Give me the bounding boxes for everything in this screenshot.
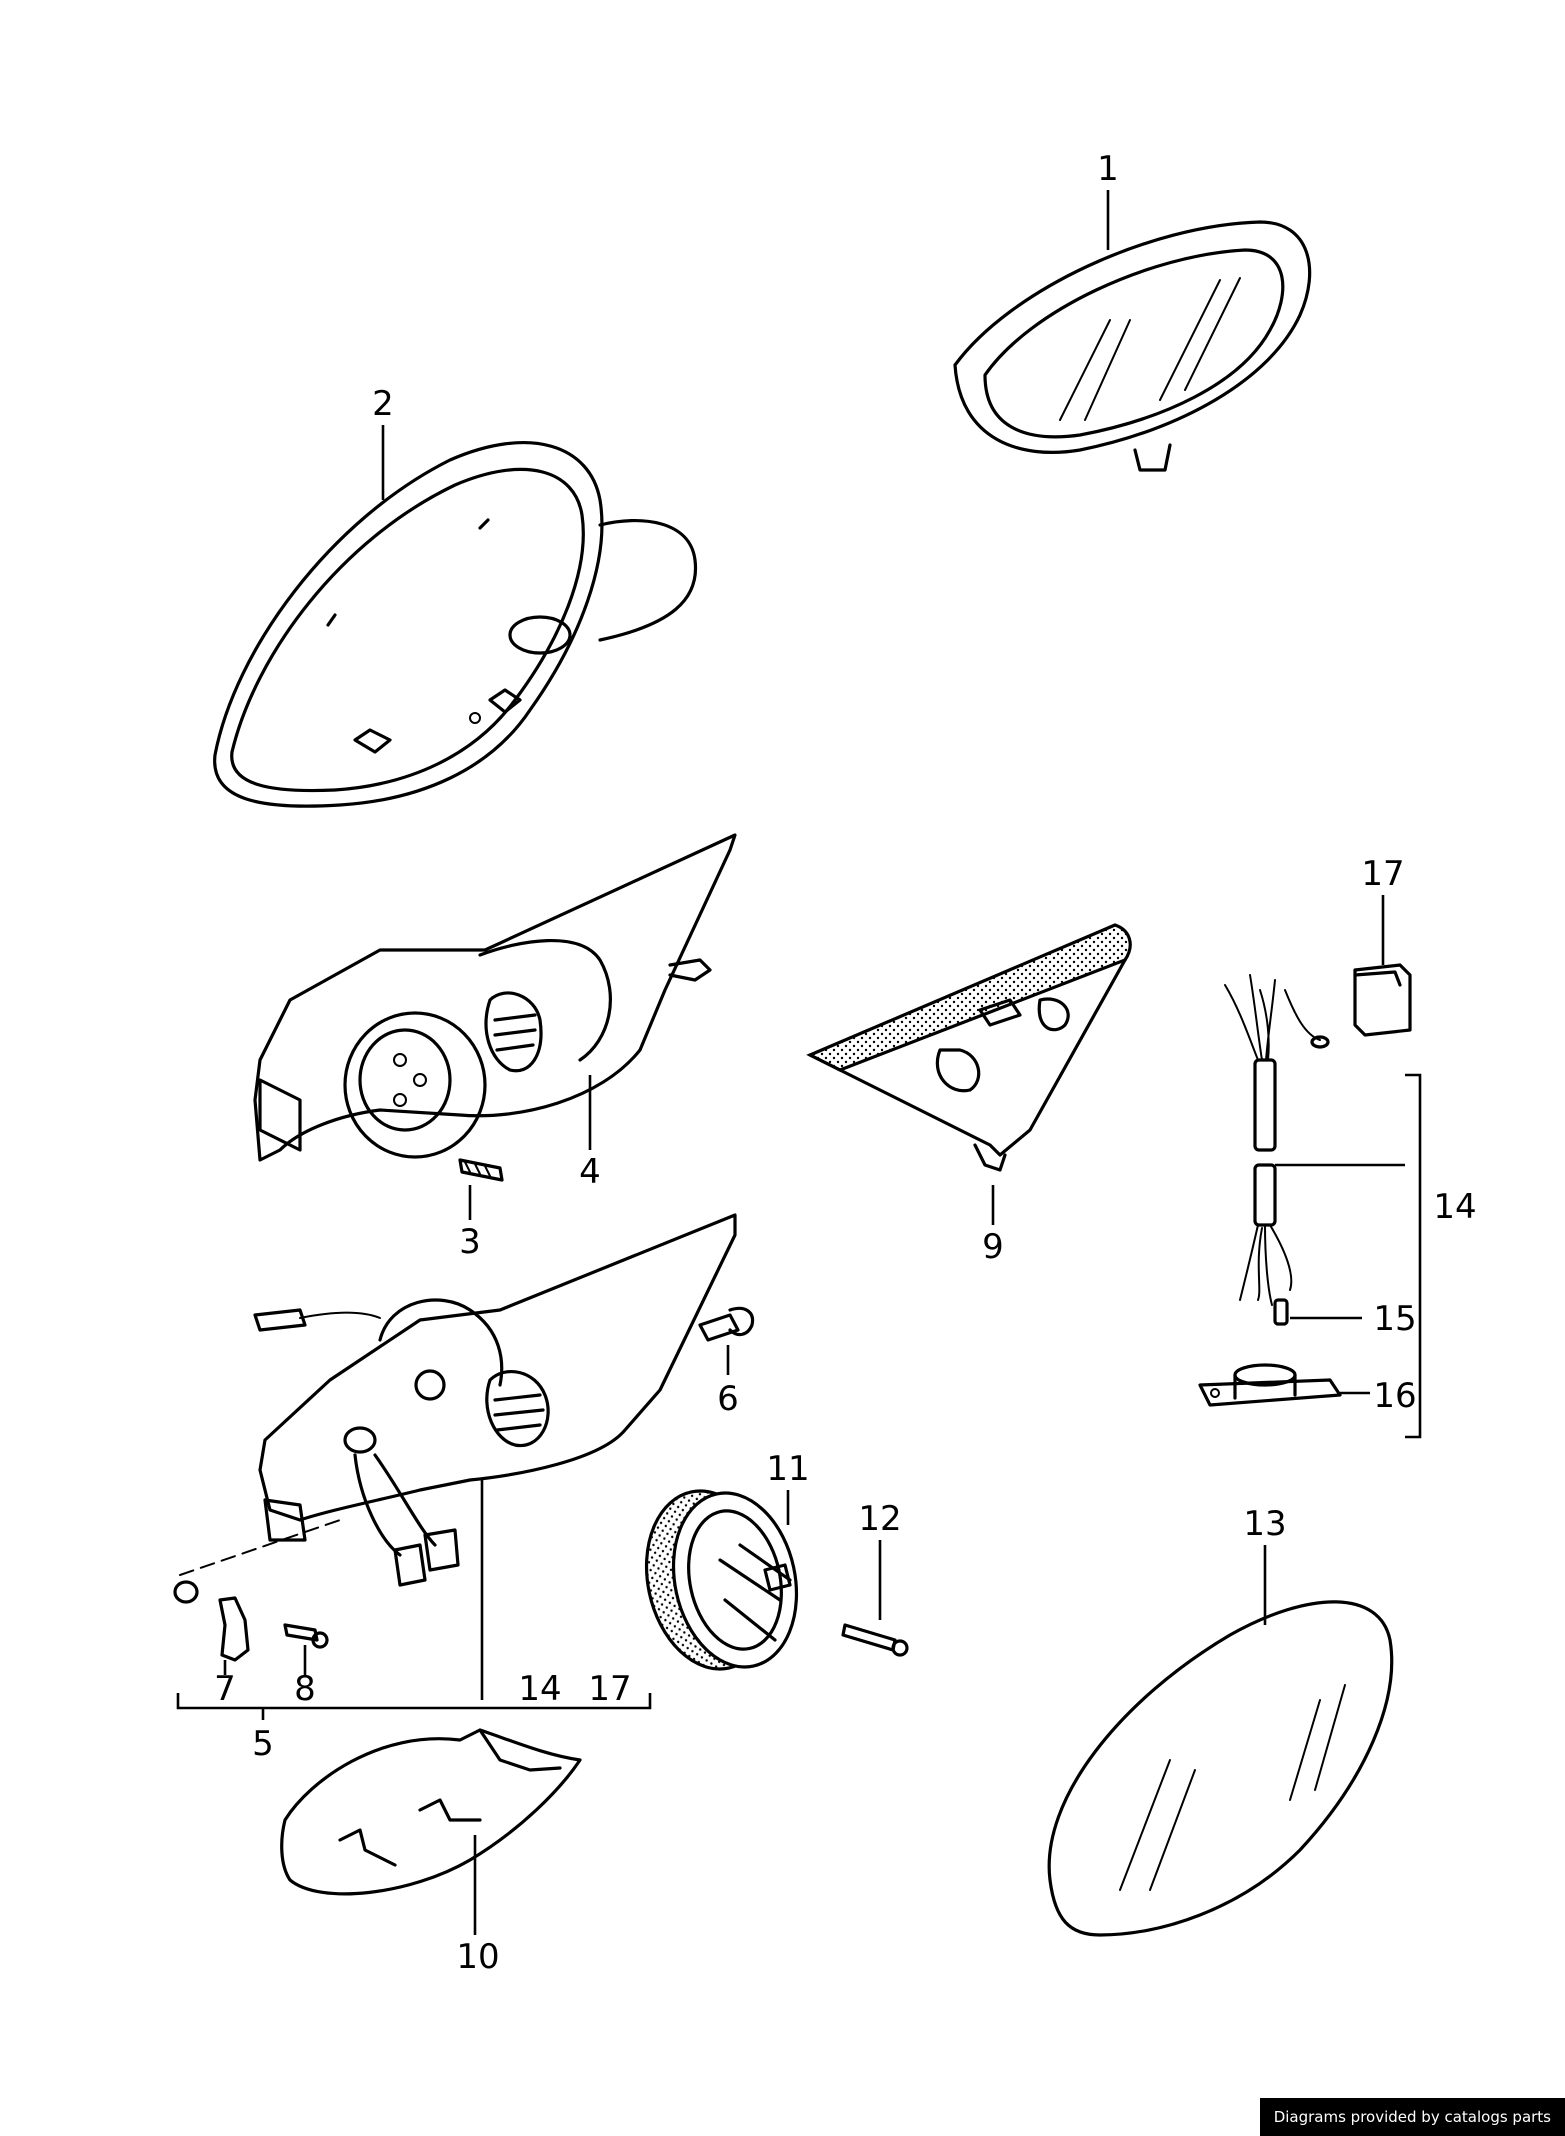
part-10-lower-cover <box>280 1728 582 1896</box>
part-7-clip <box>173 1580 250 1662</box>
callout-17-bottom: 17 <box>588 1669 631 1709</box>
callout-5: 5 <box>252 1724 274 1764</box>
part-6-bolt <box>698 1306 755 1342</box>
part-2-mirror-housing <box>213 440 698 808</box>
callout-2: 2 <box>372 384 394 424</box>
callout-14-bottom: 14 <box>518 1669 561 1709</box>
callout-13: 13 <box>1243 1504 1286 1544</box>
credit-footer: Diagrams provided by catalogs parts <box>1259 2098 1565 2136</box>
callout-4: 4 <box>579 1152 601 1192</box>
part-14-wiring-harness <box>1224 974 1330 1326</box>
callout-7: 7 <box>214 1669 236 1709</box>
leader-lines <box>176 190 1422 1935</box>
callout-8: 8 <box>294 1669 316 1709</box>
callout-11: 11 <box>766 1449 809 1489</box>
part-11-motor <box>644 1489 799 1671</box>
callout-17-top: 17 <box>1361 854 1404 894</box>
callout-6: 6 <box>717 1379 739 1419</box>
part-13-mirror-glass <box>1047 1600 1394 1937</box>
callout-9: 9 <box>982 1227 1004 1267</box>
part-12-screw <box>841 1623 909 1657</box>
part-3-screw <box>458 1158 504 1182</box>
callout-14-right: 14 <box>1433 1187 1476 1227</box>
callout-16: 16 <box>1373 1376 1416 1416</box>
callout-1: 1 <box>1097 149 1119 189</box>
callout-3: 3 <box>459 1222 481 1262</box>
part-4-mirror-base <box>253 833 737 1162</box>
callout-10: 10 <box>456 1937 499 1977</box>
callout-numbers: 1 2 3 4 9 17 14 15 16 6 11 12 13 7 8 14 … <box>214 149 1476 1977</box>
part-5-mirror-base-assembly <box>253 1213 737 1587</box>
part-9-triangle-cover <box>806 923 1132 1172</box>
callout-12: 12 <box>858 1499 901 1539</box>
part-1-mirror-glass <box>953 220 1312 472</box>
part-8-screw <box>283 1623 329 1649</box>
part-17-connector <box>1353 963 1412 1037</box>
part-16-terminal <box>1198 1363 1342 1407</box>
callout-15: 15 <box>1373 1299 1416 1339</box>
